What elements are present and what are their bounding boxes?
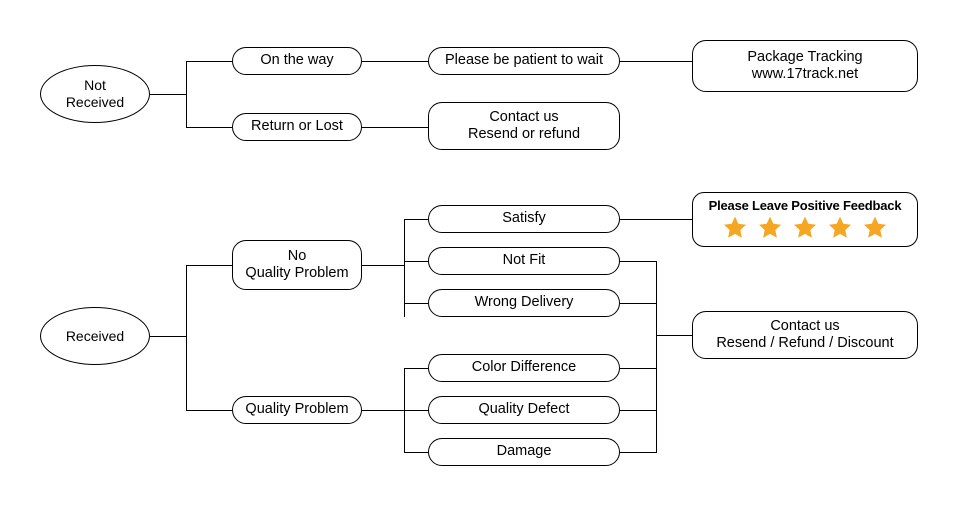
node-positive-feedback-label: Please Leave Positive Feedback: [708, 198, 902, 213]
connector-quality-defect-to-merge: [620, 410, 656, 411]
node-damage[interactable]: Damage: [428, 438, 620, 466]
star-icon[interactable]: [757, 215, 783, 240]
node-package-tracking[interactable]: Package Tracking www.17track.net: [692, 40, 918, 92]
connector-no-quality-fanout-bus: [404, 219, 405, 317]
node-contact-us-resend-or-refund[interactable]: Contact us Resend or refund: [428, 102, 620, 150]
node-contact-resend-refund-line2: Resend or refund: [467, 126, 581, 142]
star-icon[interactable]: [862, 215, 888, 240]
node-no-quality-problem-line2: Quality Problem: [245, 265, 349, 281]
connector-to-quality-problem: [186, 410, 232, 411]
connector-to-damage: [404, 452, 428, 453]
node-package-tracking-title: Package Tracking: [747, 48, 863, 65]
node-on-the-way-label: On the way: [260, 52, 334, 69]
connector-to-return-or-lost: [186, 127, 232, 128]
star-icon[interactable]: [827, 215, 853, 240]
node-not-fit-label: Not Fit: [502, 252, 546, 269]
node-not-received-line2: Received: [65, 94, 125, 110]
connector-quality-problem-stem: [362, 410, 404, 411]
node-return-or-lost[interactable]: Return or Lost: [232, 113, 362, 141]
node-no-quality-problem[interactable]: No Quality Problem: [232, 240, 362, 290]
connector-please-wait-to-package-tracking: [620, 61, 692, 62]
node-quality-defect[interactable]: Quality Defect: [428, 396, 620, 424]
node-color-difference-label: Color Difference: [471, 359, 577, 376]
node-not-fit[interactable]: Not Fit: [428, 247, 620, 275]
connector-to-quality-defect: [404, 410, 428, 411]
connector-to-satisfy: [404, 219, 428, 220]
connector-satisfy-to-positive-feedback: [620, 219, 692, 220]
node-return-or-lost-label: Return or Lost: [251, 118, 343, 135]
connector-merge-bus: [656, 261, 657, 453]
node-color-difference[interactable]: Color Difference: [428, 354, 620, 382]
connector-received-stem: [150, 336, 186, 337]
node-contact-us-resend-refund-discount[interactable]: Contact us Resend / Refund / Discount: [692, 311, 918, 359]
connector-merge-to-contact-us: [656, 335, 692, 336]
node-not-received[interactable]: Not Received: [40, 65, 150, 123]
connector-not-received-bus: [186, 61, 187, 128]
node-on-the-way[interactable]: On the way: [232, 47, 362, 75]
node-received-label: Received: [65, 327, 125, 344]
connector-to-wrong-delivery: [404, 303, 428, 304]
node-quality-problem-label: Quality Problem: [245, 401, 349, 418]
connector-damage-to-merge: [620, 452, 656, 453]
connector-not-received-stem: [150, 94, 186, 95]
connector-no-quality-problem-stem: [362, 265, 404, 266]
node-satisfy[interactable]: Satisfy: [428, 205, 620, 233]
star-icon[interactable]: [792, 215, 818, 240]
connector-not-fit-to-merge: [620, 261, 656, 262]
node-damage-label: Damage: [496, 443, 552, 460]
node-package-tracking-url: www.17track.net: [751, 66, 859, 82]
connector-to-on-the-way: [186, 61, 232, 62]
connector-to-color-difference: [404, 368, 428, 369]
node-contact-discount-line1: Contact us: [770, 317, 840, 334]
node-quality-problem[interactable]: Quality Problem: [232, 396, 362, 424]
node-wrong-delivery-label: Wrong Delivery: [474, 294, 574, 311]
node-please-be-patient-to-wait[interactable]: Please be patient to wait: [428, 47, 620, 75]
connector-received-bus: [186, 265, 187, 411]
node-please-wait-label: Please be patient to wait: [445, 52, 603, 69]
node-quality-defect-label: Quality Defect: [478, 401, 570, 418]
connector-on-the-way-to-please-wait: [362, 61, 428, 62]
node-not-received-line1: Not: [84, 77, 106, 94]
node-received[interactable]: Received: [40, 307, 150, 365]
node-positive-feedback[interactable]: Please Leave Positive Feedback: [692, 192, 918, 247]
star-rating[interactable]: [722, 215, 888, 240]
star-icon[interactable]: [722, 215, 748, 240]
connector-return-or-lost-to-contact: [362, 127, 428, 128]
connector-to-no-quality-problem: [186, 265, 232, 266]
node-contact-resend-refund-line1: Contact us: [489, 108, 559, 125]
node-contact-discount-line2: Resend / Refund / Discount: [716, 335, 894, 351]
connector-wrong-delivery-to-merge: [620, 303, 656, 304]
connector-to-not-fit: [404, 261, 428, 262]
node-wrong-delivery[interactable]: Wrong Delivery: [428, 289, 620, 317]
node-no-quality-problem-line1: No: [287, 247, 307, 264]
node-satisfy-label: Satisfy: [502, 210, 546, 227]
connector-color-difference-to-merge: [620, 368, 656, 369]
